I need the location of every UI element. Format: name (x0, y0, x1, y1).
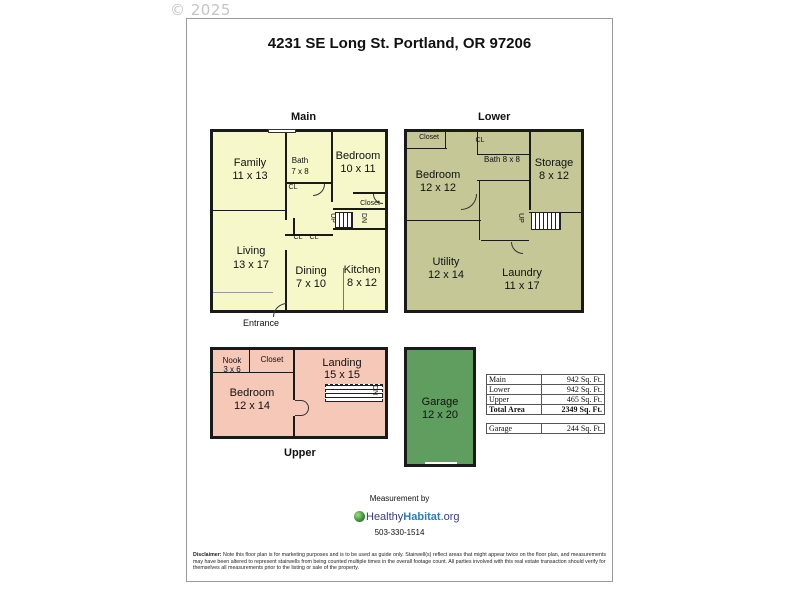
laundry-door (511, 242, 523, 254)
lower-stairs (531, 212, 561, 230)
property-address-title: 4231 SE Long St. Portland, OR 97206 (267, 35, 532, 52)
upper-bedroom-door (295, 400, 309, 416)
main-up-label: UP (329, 213, 336, 223)
bath-door (313, 184, 325, 196)
laundry-size: 11 x 17 (504, 280, 540, 292)
main-dn-label: DN (360, 212, 367, 224)
main-cl-label-2: CL (293, 234, 303, 241)
lower-floor-plan (404, 129, 584, 313)
lower-closet-label: Closet (419, 134, 439, 141)
garage-size: 12 x 20 (421, 409, 459, 421)
healthy-habitat-logo: HealthyHabitat.org (354, 511, 460, 523)
upper-closet-label: Closet (260, 355, 284, 364)
main-bedroom-name: Bedroom (335, 150, 381, 162)
lower-up-label: UP (517, 213, 524, 223)
upper-dn-label: DN (371, 384, 378, 396)
dining-room-name: Dining (295, 265, 327, 277)
nook-size: 3 x 6 (223, 365, 241, 374)
family-room-name: Family (233, 157, 267, 169)
copyright-watermark: © 2025 (170, 1, 231, 19)
nook-name: Nook (222, 356, 242, 365)
upper-stairs (325, 384, 383, 402)
garage-plan (404, 347, 476, 467)
measurement-by-label: Measurement by (369, 494, 430, 503)
disclaimer: Disclaimer: Note this floor plan is for … (193, 552, 607, 572)
laundry-name: Laundry (502, 267, 542, 279)
disclaimer-text: Note this floor plan is for marketing pu… (193, 552, 606, 572)
utility-name: Utility (432, 256, 460, 268)
storage-name: Storage (534, 157, 574, 169)
living-room-size: 13 x 17 (232, 259, 270, 271)
lower-bedroom-size: 12 x 12 (419, 182, 457, 194)
upper-floor-plan (210, 347, 388, 439)
landing-name: Landing (322, 357, 362, 369)
garage-name: Garage (421, 396, 459, 408)
main-floor-label: Main (291, 111, 317, 123)
main-bath-name: Bath (291, 156, 309, 165)
main-closet-label: Closet (360, 200, 380, 207)
phone-number: 503-330-1514 (374, 528, 425, 537)
main-bath-size: 7 x 8 (291, 167, 309, 176)
landing-size: 15 x 15 (323, 369, 361, 381)
main-cl-label-3: CL (309, 234, 319, 241)
lower-bedroom-door (461, 194, 477, 210)
lower-cl-label: CL (475, 137, 485, 144)
storage-size: 8 x 12 (539, 170, 569, 182)
family-room-size: 11 x 13 (232, 170, 268, 182)
upper-bedroom-size: 12 x 14 (233, 400, 271, 412)
entrance-label: Entrance (243, 318, 280, 328)
lower-bath-label: Bath 8 x 8 (483, 155, 521, 164)
main-floor-plan (210, 129, 388, 317)
main-cl-label-1: CL (288, 184, 298, 191)
upper-bedroom-name: Bedroom (229, 387, 275, 399)
globe-icon (354, 511, 365, 522)
living-room-name: Living (236, 245, 266, 257)
disclaimer-label: Disclaimer: (193, 552, 222, 558)
main-stairs (335, 212, 353, 228)
kitchen-size: 8 x 12 (347, 277, 377, 289)
lower-floor-label: Lower (478, 111, 511, 123)
utility-size: 12 x 14 (427, 269, 465, 281)
upper-floor-label: Upper (284, 447, 316, 459)
lower-bedroom-name: Bedroom (415, 169, 461, 181)
main-bedroom-size: 10 x 11 (340, 163, 376, 175)
dining-room-size: 7 x 10 (296, 278, 326, 290)
sliding-door (268, 129, 296, 133)
entrance-door (273, 303, 287, 317)
kitchen-name: Kitchen (343, 264, 381, 276)
